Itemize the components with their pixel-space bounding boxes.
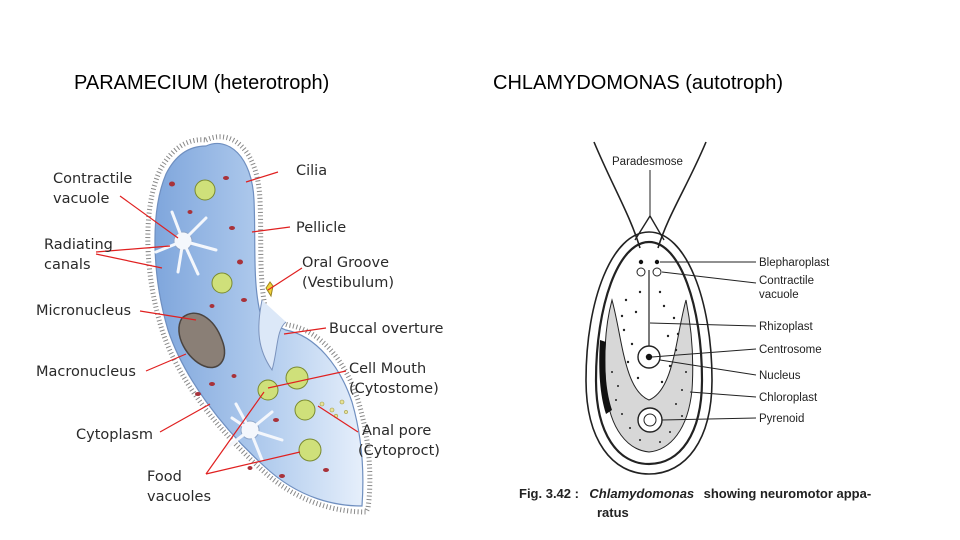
leader-lines bbox=[649, 170, 757, 421]
label-pellicle: Pellicle bbox=[296, 220, 346, 236]
label-contractile-vacuole-2: vacuole bbox=[759, 289, 799, 301]
chlamydomonas-diagram: Paradesmose Blepharoplast Contractile va… bbox=[519, 141, 871, 520]
food-vacuole bbox=[298, 438, 322, 462]
contractile-vacuole-bottom bbox=[224, 402, 284, 462]
pyrenoid-core bbox=[643, 413, 657, 427]
label-chloroplast: Chloroplast bbox=[759, 392, 818, 404]
label-anal-pore: Anal pore bbox=[362, 423, 431, 439]
label-food-vacuoles: Food bbox=[147, 469, 182, 485]
label-rhizoplast: Rhizoplast bbox=[759, 321, 813, 333]
blepharoplast bbox=[638, 259, 644, 265]
label-micronucleus: Micronucleus bbox=[36, 303, 131, 319]
label-oral-groove: Oral Groove bbox=[302, 255, 389, 271]
label-cell-mouth: Cell Mouth bbox=[349, 361, 426, 377]
label-cytoplasm: Cytoplasm bbox=[76, 427, 153, 443]
paramecium-title: PARAMECIUM (heterotroph) bbox=[74, 72, 330, 94]
label-pyrenoid: Pyrenoid bbox=[759, 413, 804, 425]
food-vacuole bbox=[257, 379, 279, 401]
label-anal-pore-2: (Cytoproct) bbox=[358, 443, 440, 459]
label-radiating-canals: Radiating bbox=[44, 237, 113, 253]
pointer-lines bbox=[95, 171, 359, 475]
caption-name: Chlamydomonas bbox=[589, 486, 694, 501]
label-nucleus: Nucleus bbox=[759, 370, 801, 382]
contractile-vacuole bbox=[652, 267, 662, 277]
label-food-vacuoles-2: vacuoles bbox=[147, 489, 211, 505]
cell-wall bbox=[585, 231, 713, 475]
cilia-fringe bbox=[145, 134, 373, 515]
label-buccal-overture: Buccal overture bbox=[329, 321, 443, 337]
chloroplast-band bbox=[599, 340, 612, 414]
pyrenoid bbox=[637, 407, 663, 433]
paramecium-diagram: Cilia Contractile vacuole Pellicle Radia… bbox=[36, 134, 443, 515]
label-blepharoplast: Blepharoplast bbox=[759, 257, 830, 269]
macronucleus bbox=[178, 312, 226, 369]
label-centrosome: Centrosome bbox=[759, 344, 822, 356]
food-vacuole bbox=[194, 179, 216, 201]
caption-rest: showing neuromotor appa- bbox=[704, 486, 872, 501]
label-contractile-vacuole: Contractile bbox=[53, 171, 132, 187]
label-macronucleus: Macronucleus bbox=[36, 364, 136, 380]
label-oral-groove-2: (Vestibulum) bbox=[302, 275, 394, 291]
food-vacuole bbox=[294, 399, 316, 421]
label-radiating-canals-2: canals bbox=[44, 257, 91, 273]
caption-fig: Fig. 3.42 : bbox=[519, 486, 579, 501]
cytoplasm-granules bbox=[169, 176, 329, 478]
food-vacuole bbox=[211, 272, 233, 294]
label-contractile-vacuole: Contractile bbox=[759, 275, 814, 287]
food-vacuole bbox=[285, 366, 309, 390]
oral-groove bbox=[258, 299, 287, 372]
flagellum-right bbox=[657, 141, 707, 249]
contractile-vacuole bbox=[636, 267, 646, 277]
caption-line2: ratus bbox=[597, 505, 629, 520]
contractile-vacuole-top bbox=[154, 210, 218, 276]
label-cilia: Cilia bbox=[296, 163, 327, 179]
cell-membrane bbox=[594, 240, 704, 466]
chlamydomonas-title: CHLAMYDOMONAS (autotroph) bbox=[493, 72, 784, 94]
label-paradesmose: Paradesmose bbox=[612, 156, 683, 168]
figure-caption: Fig. 3.42 : Chlamydomonas showing neurom… bbox=[519, 485, 871, 502]
blepharoplast bbox=[654, 259, 660, 265]
cytoplasm-dots bbox=[611, 290, 687, 443]
paradesmose bbox=[634, 214, 665, 241]
centrosome bbox=[645, 353, 653, 361]
label-cell-mouth-2: (Cytostome) bbox=[349, 381, 439, 397]
label-contractile-vacuole-2: vacuole bbox=[53, 191, 110, 207]
